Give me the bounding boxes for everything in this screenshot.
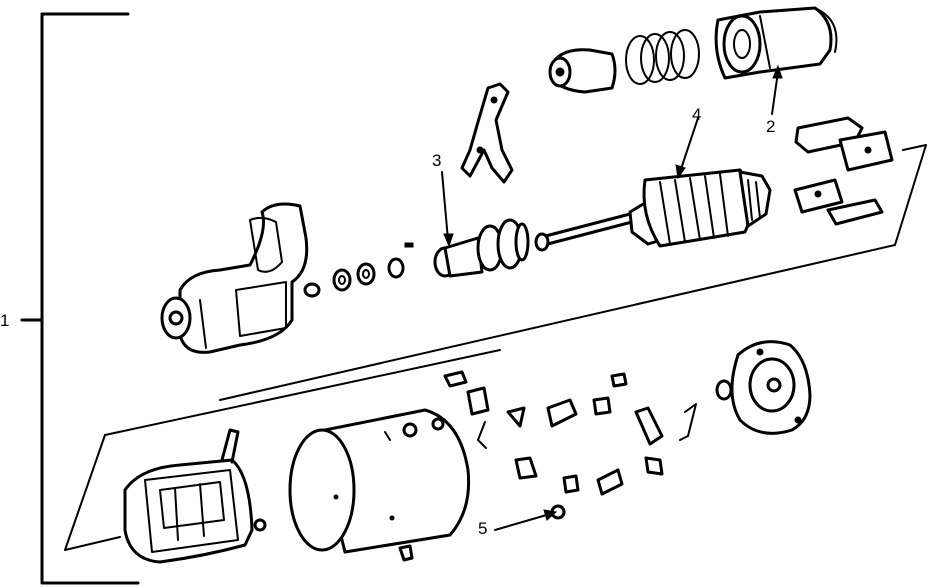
callout-5-label: 5: [478, 519, 487, 538]
callout-2-label: 2: [766, 117, 775, 136]
solenoid-assembly: [548, 6, 838, 94]
brush-holder-set: [793, 116, 894, 226]
shift-lever: [460, 82, 514, 184]
callout-1-label: 1: [0, 311, 9, 330]
field-frame: [288, 408, 471, 562]
upper-panel-outline: [219, 144, 927, 401]
assembly-bracket: [20, 12, 140, 585]
commutator-end-frame: [123, 428, 267, 564]
callout-leaders: [441, 64, 783, 531]
small-hardware-parts: [443, 370, 697, 520]
armature: [534, 168, 772, 252]
retainer-washers: [303, 242, 414, 298]
drive-pinion: [433, 218, 530, 278]
lower-panel-outline: [64, 349, 501, 551]
drive-housing: [160, 202, 309, 354]
end-cap-plate: [715, 340, 812, 435]
callout-4-label: 4: [692, 105, 701, 124]
callout-3-label: 3: [432, 151, 441, 170]
